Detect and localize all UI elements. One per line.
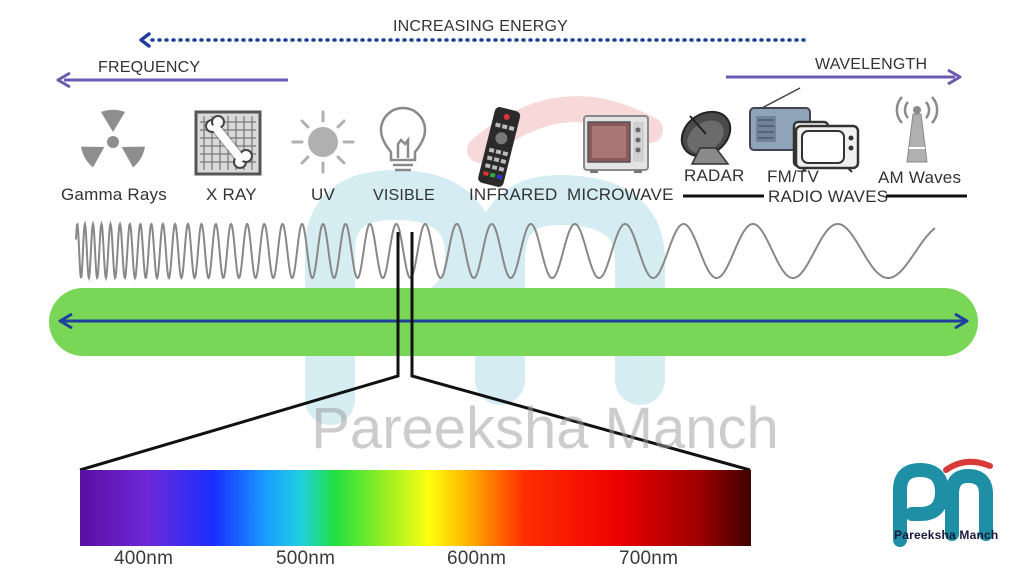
radiation-icon [81,109,145,168]
energy-arrow [139,32,812,48]
tick-500nm: 500nm [276,548,336,569]
band-label-xray: X RAY [206,185,257,204]
band-label-infrared: INFRARED [469,185,558,204]
logo-caption: Pareeksha Manch [894,528,999,542]
xray-bone-icon [194,110,262,176]
radio-tv-icon [749,87,860,173]
tick-700nm: 700nm [619,548,679,569]
increasing-energy-label: INCREASING ENERGY [393,18,568,35]
tick-600nm: 600nm [447,548,507,569]
light-bulb-icon [379,106,427,172]
band-label-visible: VISIBLE [373,187,435,204]
frequency-arrow [56,71,288,89]
tick-400nm: 400nm [114,548,174,569]
wavelength-arrow [726,68,962,86]
band-label-fmtv: FM/TV [767,167,819,186]
band-label-microwave: MICROWAVE [567,185,674,204]
brand-logo [893,458,993,547]
remote-control-icon [478,107,521,187]
satellite-dish-icon [680,110,732,165]
spectrum-wave [75,220,936,282]
microwave-oven-icon [583,115,649,173]
band-label-am: AM Waves [878,168,962,187]
band-label-radar: RADAR [684,166,745,185]
double-arrow [58,312,969,330]
frequency-label: FREQUENCY [98,59,201,76]
sun-icon [291,110,355,174]
antenna-tower-icon [895,96,939,163]
radio-waves-label: RADIO WAVES [768,187,889,206]
band-label-gamma: Gamma Rays [61,185,167,204]
wavelength-label: WAVELENGTH [815,56,928,73]
visible-zoom-lines [79,232,751,472]
visible-spectrum-bar [80,470,751,546]
band-label-uv: UV [311,185,336,204]
watermark-text: Pareeksha Manch [311,396,778,461]
